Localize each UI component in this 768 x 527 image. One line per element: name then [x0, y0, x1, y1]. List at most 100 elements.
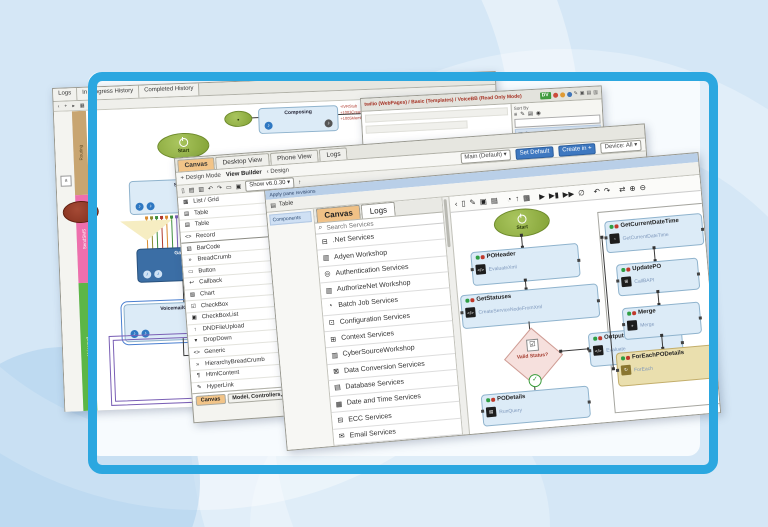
- widget-icon: ▧: [189, 291, 196, 299]
- create-in-button[interactable]: Create in +: [557, 142, 597, 157]
- builder-icon[interactable]: ▤: [188, 187, 195, 194]
- flow-node-getstatuses[interactable]: GetStatuses </> CreateServiceNodeFromXml: [459, 283, 601, 330]
- components-chip[interactable]: Components: [269, 210, 312, 226]
- builder-icon[interactable]: ▣: [235, 184, 242, 191]
- status-dot-orange: [559, 91, 565, 98]
- start-node-secondary[interactable]: ●: [224, 110, 253, 128]
- grid-icon: ⊞: [620, 276, 632, 288]
- bottom-tab-canvas[interactable]: Canvas: [195, 393, 226, 407]
- service-label: CyberSourceWorkshop: [342, 344, 415, 359]
- widget-label: BarCode: [196, 243, 221, 252]
- widget-icon: ▤: [183, 210, 190, 218]
- panel-icon[interactable]: ▤: [527, 110, 534, 118]
- widget-label: Generic: [204, 347, 226, 356]
- widget-icon: ▾: [194, 338, 198, 345]
- node-status-dots: [609, 224, 619, 229]
- database-icon: ▤: [485, 406, 497, 418]
- lane-label: Voicemail: [85, 337, 91, 357]
- widget-icon: <>: [193, 349, 201, 357]
- node-status-dots: [486, 397, 495, 402]
- services-panel: Canvas Logs ⌕ ⊟ .Net Services ▥ Adyen Wo…: [313, 197, 464, 446]
- panel-icon[interactable]: ◉: [535, 110, 542, 117]
- merge-icon: +: [626, 320, 638, 331]
- toolbar-icon[interactable]: ‹: [57, 103, 60, 110]
- service-label: AuthorizeNet Workshop: [336, 279, 411, 294]
- panel-icon[interactable]: ✎: [520, 111, 526, 118]
- power-icon: [516, 214, 527, 225]
- toolbar-icon[interactable]: ▯: [461, 198, 466, 208]
- design-back-link[interactable]: ‹ Design: [266, 167, 290, 176]
- service-icon: ✉: [338, 433, 346, 441]
- flow-node-composing[interactable]: Composing ♪♪: [257, 105, 339, 135]
- lane-label: SendSMS: [80, 228, 87, 250]
- design-mode-toggle[interactable]: + Design Mode: [180, 172, 222, 182]
- toolbar-icon[interactable]: ▶▮: [548, 190, 560, 201]
- toolbar-icon[interactable]: ⇄: [618, 184, 626, 195]
- toolbar-icon[interactable]: ‹: [454, 199, 458, 209]
- start-label: ●: [237, 116, 240, 122]
- toolbar-icon[interactable]: ▤: [490, 195, 499, 206]
- toolbar-icon[interactable]: ↷: [603, 185, 611, 196]
- toolbar-icon[interactable]: ▶▶: [562, 188, 575, 199]
- node-status-dots: [475, 255, 485, 260]
- audio-icon: ♪: [135, 202, 144, 211]
- flow-canvas[interactable]: Start POHeader </> EvaluateXml GetStatus…: [451, 191, 721, 434]
- builder-icon[interactable]: ▭: [225, 184, 232, 192]
- node-status-dots: [593, 336, 602, 341]
- workflow-tab[interactable]: In Progress History: [77, 85, 140, 101]
- status-dot-red: [552, 92, 558, 98]
- node-title: GetCurrentDateTime: [620, 217, 680, 229]
- toolbar-icon[interactable]: ▸: [72, 102, 75, 109]
- service-icon: ▦: [335, 400, 343, 409]
- builder-icon[interactable]: ↶: [207, 186, 214, 193]
- workflow-tab[interactable]: Completed History: [139, 83, 200, 98]
- service-icon: ▥: [322, 254, 330, 263]
- widget-icon: ▥: [186, 245, 192, 252]
- panel-icon[interactable]: ≡: [513, 111, 518, 118]
- service-label: Context Services: [340, 330, 395, 342]
- widget-icon: ↩: [189, 280, 195, 287]
- service-icon: ▥: [331, 352, 339, 360]
- builder-icon[interactable]: ▥: [198, 186, 205, 194]
- workflow-tab[interactable]: Logs: [53, 88, 78, 101]
- widget-label: Table: [194, 221, 210, 229]
- publish-icon[interactable]: ↑: [298, 179, 302, 186]
- set-default-button[interactable]: Set Default: [515, 145, 554, 160]
- search-icon: ⌕: [318, 224, 323, 232]
- service-icon: ◎: [324, 270, 331, 279]
- toolbar-icon[interactable]: ↶: [593, 186, 601, 197]
- toolbar-icon[interactable]: +: [64, 102, 68, 110]
- toolbar-icon[interactable]: ⊕: [629, 183, 637, 194]
- toolbar-icon[interactable]: ▶: [538, 191, 546, 202]
- toolbar-icon[interactable]: ✎: [469, 197, 477, 208]
- copy-icon[interactable]: ▣: [579, 90, 585, 97]
- node-title: ForEachPODetails: [631, 349, 685, 361]
- widget-label: CheckBox: [200, 301, 229, 310]
- services-list: ⊟ .Net Services ▥ Adyen Workshop ◎ Authe…: [316, 223, 463, 446]
- service-label: Email Services: [349, 428, 397, 440]
- widget-label: DNDFileUpload: [202, 323, 245, 333]
- panel-icon[interactable]: ▥: [593, 89, 599, 96]
- toolbar-icon[interactable]: ↑: [514, 193, 520, 204]
- builder-icon[interactable]: ▯: [181, 188, 185, 195]
- toolbar-icon[interactable]: ▦: [79, 102, 85, 109]
- node-subtitle: EvaluateXml: [488, 264, 518, 273]
- widget-label: HierarchyBreadCrumb: [204, 356, 265, 367]
- node-title: Output: [603, 332, 625, 341]
- toolbar-icon[interactable]: ⊖: [639, 182, 647, 193]
- edit-icon[interactable]: ✎: [573, 90, 579, 97]
- device-dropdown[interactable]: Device: All ▾: [600, 139, 642, 154]
- tab-logs[interactable]: Logs: [319, 147, 348, 162]
- collapse-box[interactable]: a: [60, 175, 72, 187]
- toolbar-icon[interactable]: ▣: [479, 196, 488, 207]
- table-label[interactable]: Table: [278, 200, 294, 208]
- audio-icon: ♪: [143, 270, 152, 279]
- start-label: Start: [516, 224, 529, 232]
- toolbar-icon[interactable]: ◔: [506, 194, 512, 204]
- widget-icon: »: [188, 257, 192, 264]
- flow-node-podetails[interactable]: PODetails ▤ RunQuery: [480, 385, 592, 427]
- toolbar-icon[interactable]: ▦: [522, 192, 531, 203]
- builder-icon[interactable]: ↷: [216, 185, 223, 192]
- list-icon[interactable]: ▤: [586, 89, 592, 97]
- toolbar-icon[interactable]: ∅: [577, 188, 586, 198]
